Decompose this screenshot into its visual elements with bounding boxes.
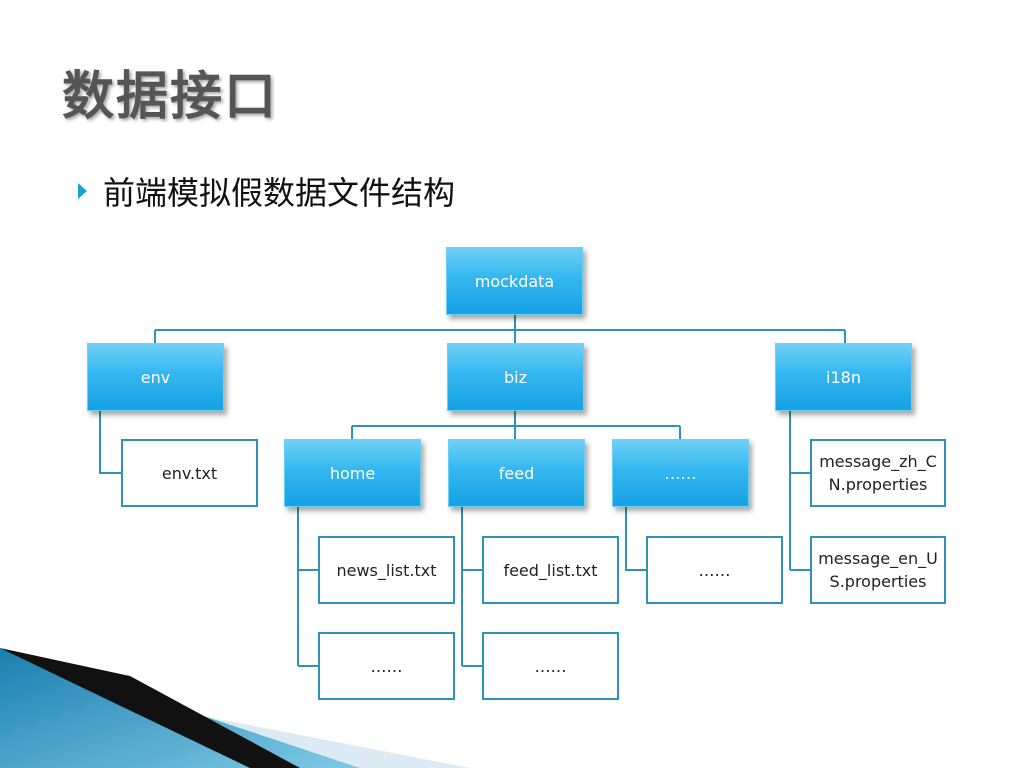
node-message-zh-cn: message_zh_CN.properties [810, 439, 946, 507]
node-message-en-us: message_en_US.properties [810, 536, 946, 604]
node-news-list: news_list.txt [318, 536, 455, 604]
node-biz-more-child: …… [646, 536, 783, 604]
node-feed: feed [448, 439, 585, 507]
slide-title: 数据接口 [62, 67, 279, 127]
node-env-txt: env.txt [121, 439, 258, 507]
node-mockdata: mockdata [446, 247, 583, 315]
node-biz: biz [447, 343, 584, 411]
node-env: env [87, 343, 224, 411]
bullet-text: 前端模拟假数据文件结构 [103, 174, 456, 212]
node-home-more: …… [318, 632, 455, 700]
node-feed-more: …… [482, 632, 619, 700]
node-biz-more: …… [612, 439, 749, 507]
node-home: home [284, 439, 421, 507]
bullet-item: 前端模拟假数据文件结构 [78, 168, 455, 214]
triangle-bullet-icon [78, 183, 87, 199]
node-feed-list: feed_list.txt [482, 536, 619, 604]
node-i18n: i18n [775, 343, 912, 411]
